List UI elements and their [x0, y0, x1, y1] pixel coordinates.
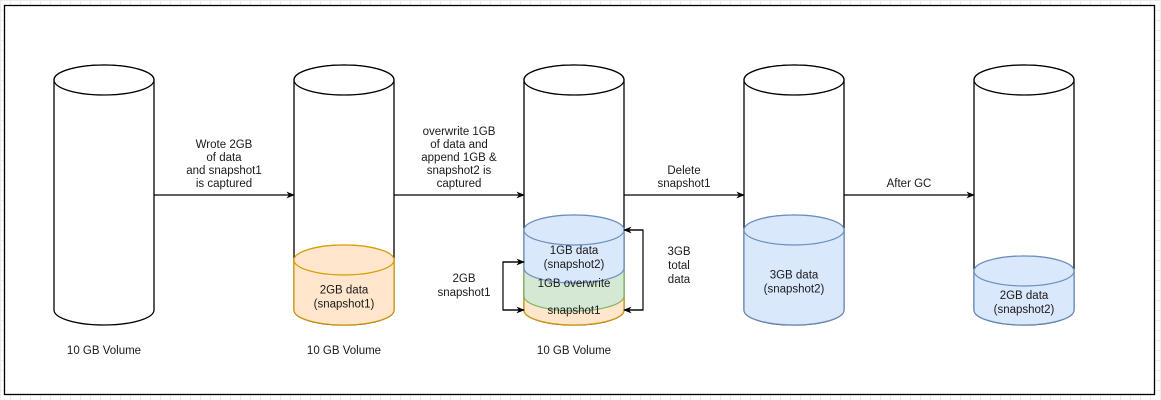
layer-label: 1GB data — [550, 245, 599, 257]
annotation-label: total — [668, 260, 690, 272]
volume-cylinder[interactable] — [53, 64, 155, 326]
transition-label: Delete — [667, 165, 700, 177]
transition-label: of data — [206, 152, 242, 164]
volume-cylinder[interactable]: 3GB data (snapshot2) — [743, 64, 845, 326]
volume-cylinder[interactable]: snapshot1 1GB overwrite 1GB data (snapshot2… — [523, 64, 625, 326]
volume-label: 10 GB Volume — [67, 345, 141, 357]
cylinder-top — [973, 64, 1075, 96]
transition-label: snapshot2 is — [427, 165, 492, 177]
transition-label: and snapshot1 — [186, 165, 261, 177]
layer-top — [973, 255, 1075, 287]
cylinder-top — [53, 64, 155, 96]
cylinder-body — [53, 64, 155, 326]
volume-cylinder[interactable]: 2GB data (snapshot1) — [293, 64, 395, 326]
layer-label: (snapshot2) — [994, 304, 1055, 316]
volume-label: 10 GB Volume — [537, 345, 611, 357]
transition-label: of data and — [430, 139, 488, 151]
annotation-label: 2GB — [452, 273, 475, 285]
layer-top — [743, 214, 845, 246]
transition-label: snapshot1 — [657, 178, 710, 190]
transition-label: Wrote 2GB — [196, 139, 253, 151]
annotation-label: 3GB — [667, 246, 690, 258]
transition-label: overwrite 1GB — [423, 126, 496, 138]
annotation-label: snapshot1 — [437, 287, 490, 299]
transition-label: After GC — [887, 178, 932, 190]
bracket-2gb-snapshot1: 2GB snapshot1 — [437, 258, 525, 314]
layer-label: 3GB data — [770, 270, 819, 282]
transition-label: append 1GB & — [421, 152, 497, 164]
transition-label: is captured — [196, 178, 252, 190]
cylinder-top — [743, 64, 845, 96]
annotation-label: data — [668, 274, 691, 286]
layer-label: (snapshot2) — [764, 284, 825, 296]
layer-label: 2GB data — [320, 285, 369, 297]
volume-cylinder[interactable]: 2GB data (snapshot2) — [973, 64, 1075, 326]
volume-label: 10 GB Volume — [307, 345, 381, 357]
layer-top — [523, 214, 625, 246]
layer-label: 2GB data — [1000, 290, 1049, 302]
layer-top — [293, 244, 395, 276]
layer-label: 1GB overwrite — [538, 278, 611, 290]
transition-label: captured — [437, 178, 482, 190]
bracket-3gb-total: 3GB total data — [623, 226, 691, 314]
cylinder-top — [293, 64, 395, 96]
transition-arrow[interactable]: After GC — [844, 178, 975, 199]
layer-label: (snapshot2) — [544, 259, 605, 271]
cylinder-top — [523, 64, 625, 96]
layer-label: snapshot1 — [547, 305, 600, 317]
layer-label: (snapshot1) — [314, 299, 375, 311]
